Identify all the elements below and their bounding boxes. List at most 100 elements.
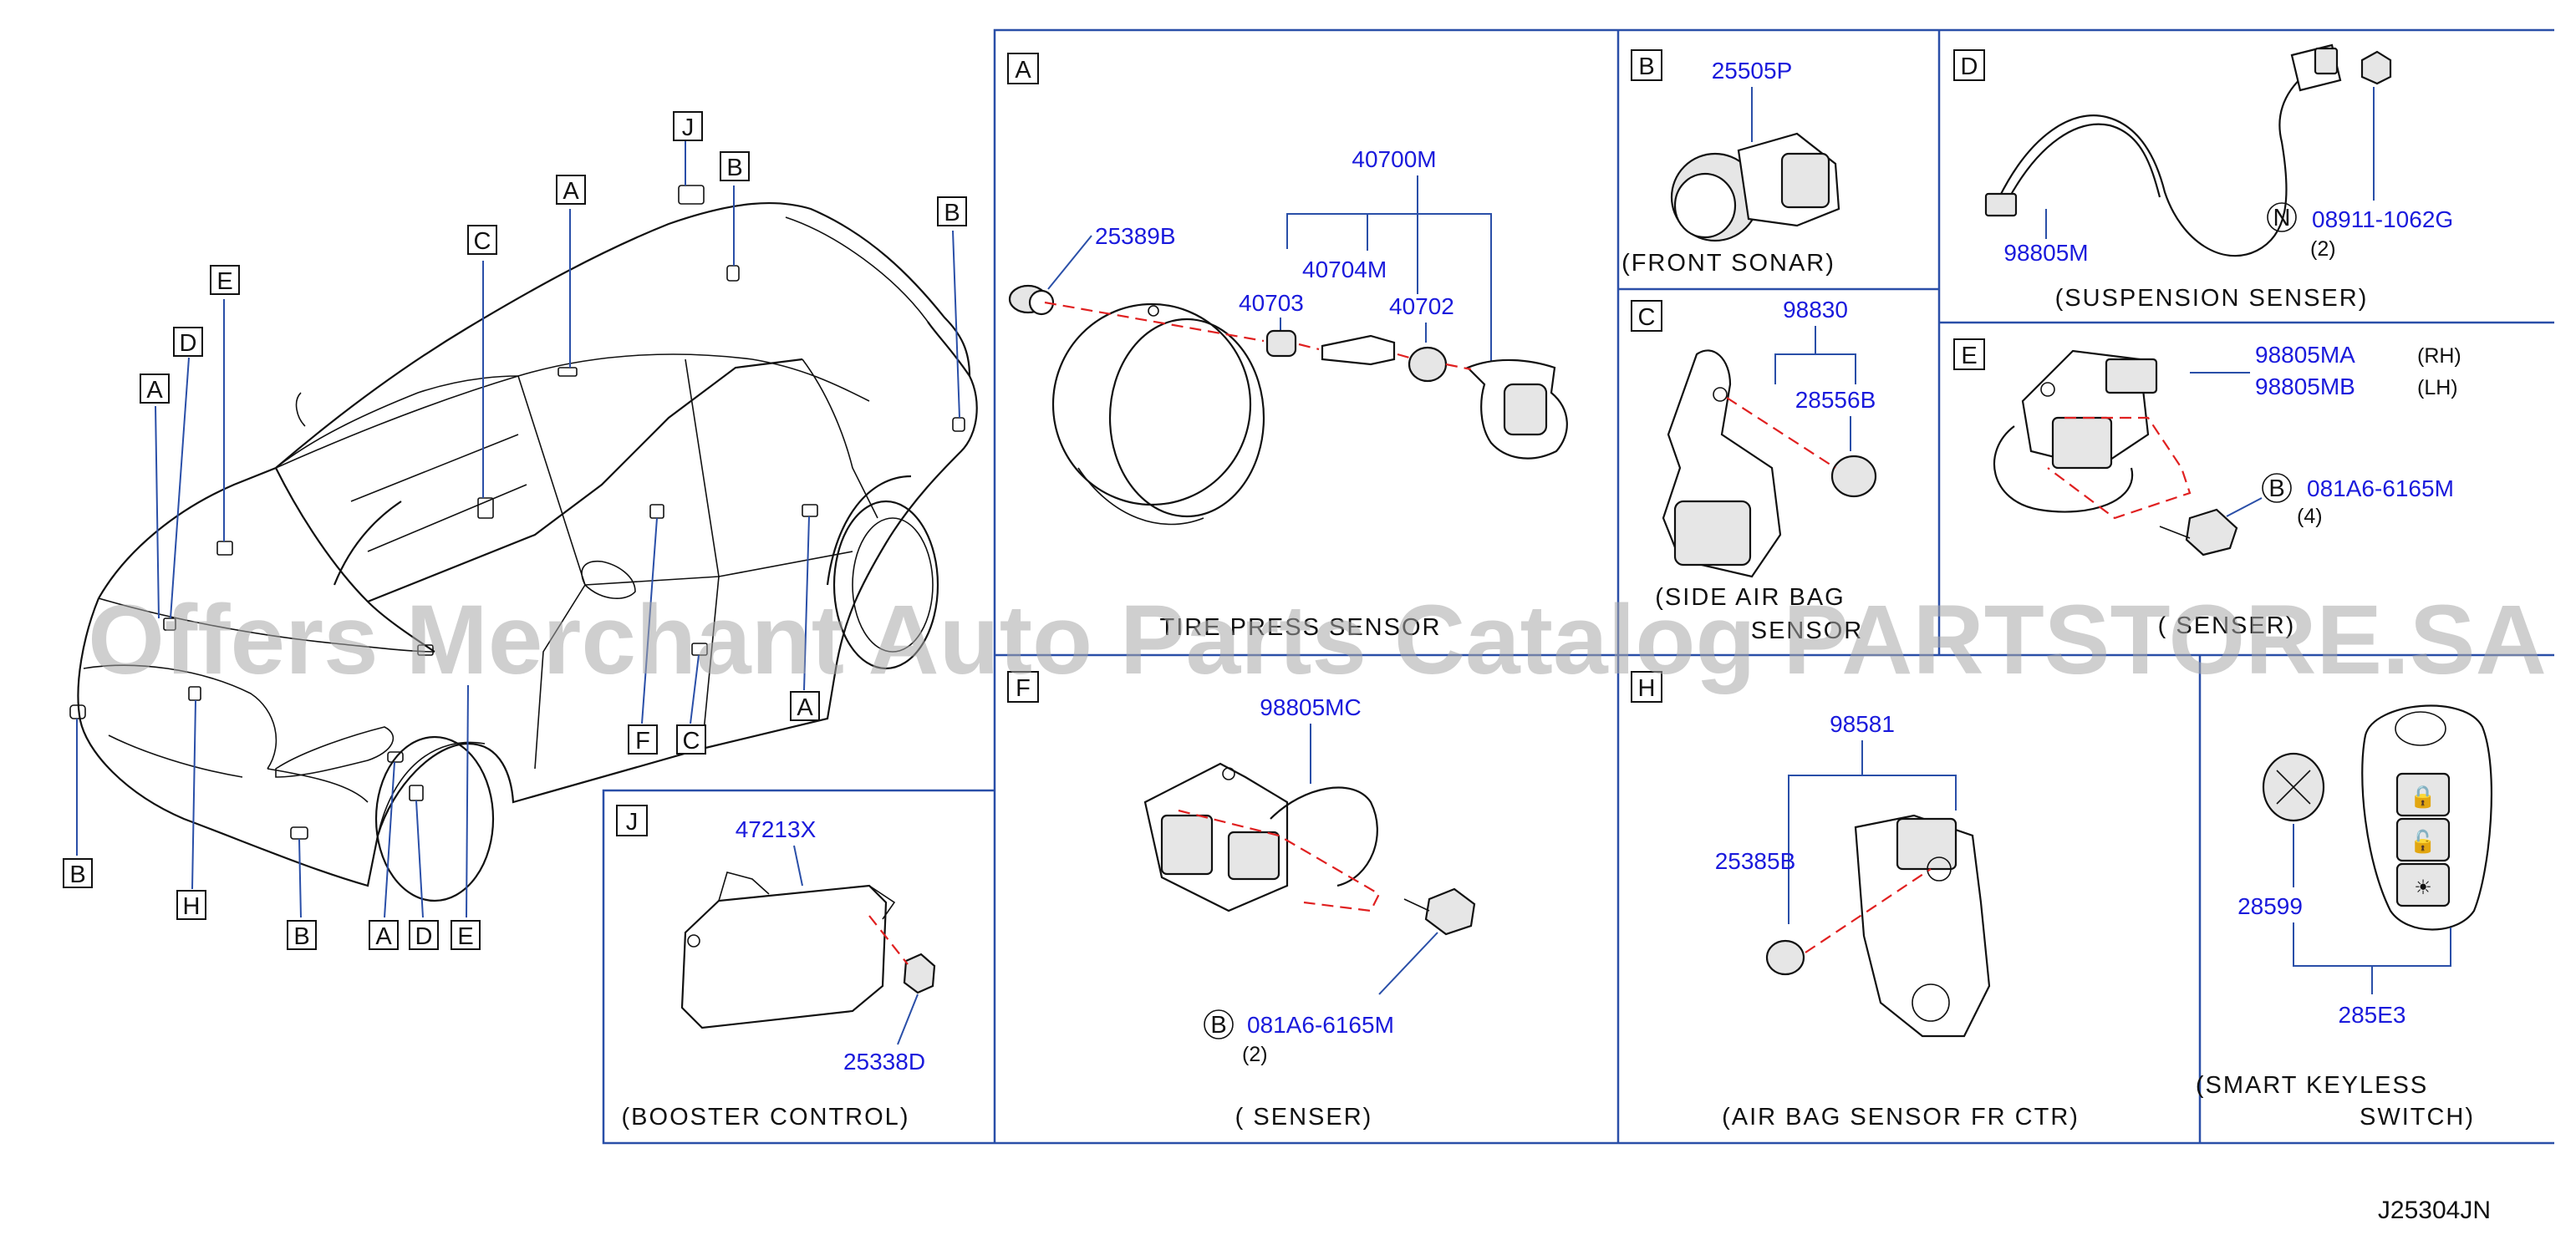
panel-b-front-sonar: B 25505P (FRONT SONAR) <box>1621 49 1840 277</box>
panel-d-caption: (SUSPENSION SENSER) <box>2055 285 2369 312</box>
part-number-40704m: 40704M <box>1302 257 1387 282</box>
panel-h-caption: (AIR BAG SENSOR FR CTR) <box>1722 1104 2080 1131</box>
callout-e: E <box>451 920 481 950</box>
panel-d-letter: D <box>1961 53 1978 80</box>
vehicle-callouts: J B B A C E D A B H B A D E F C A <box>63 111 967 950</box>
unlock-icon: 🔓 <box>2410 829 2436 854</box>
panel-e-letter-box <box>1953 338 1985 370</box>
panel-e-quantity: (4) <box>2297 505 2323 528</box>
panel-h-letter: H <box>1638 675 1656 702</box>
panel-e-lh: (LH) <box>2417 376 2458 399</box>
callout-d: D <box>173 327 203 357</box>
panel-d-ref-mark: N <box>2273 205 2291 231</box>
svg-text:J: J <box>682 114 695 141</box>
part-number-25389b: 25389B <box>1095 223 1176 249</box>
callout-b: B <box>937 196 967 226</box>
panel-e-rh: (RH) <box>2417 344 2461 368</box>
callout-e: E <box>210 265 240 295</box>
part-number-081a6-6165m: 081A6-6165M <box>2307 475 2454 501</box>
panel-a-tire-pressure-sensor: A 40700M 25389B 40704M 40703 40702 TI <box>1007 53 1568 641</box>
panel-j-letter-box <box>616 805 648 836</box>
panel-frames <box>602 28 2554 1145</box>
panel-c-letter-box <box>1631 300 1662 332</box>
callout-d: D <box>409 920 439 950</box>
panel-k-caption-line1: (SMART KEYLESS <box>2196 1072 2428 1099</box>
panel-c-caption-line2: SENSOR <box>1751 617 1863 644</box>
part-number-98805ma: 98805MA <box>2255 342 2355 368</box>
panel-f-ref-mark: B <box>1210 1012 1226 1039</box>
part-number-28556b: 28556B <box>1795 387 1876 413</box>
svg-text:E: E <box>216 268 232 295</box>
panic-icon: ☀ <box>2414 877 2432 899</box>
callout-a: A <box>369 920 399 950</box>
panel-f-letter-box <box>1007 671 1039 703</box>
panel-f-caption: ( SENSER) <box>1235 1104 1373 1131</box>
panel-f-quantity: (2) <box>1242 1043 1268 1066</box>
callout-j: J <box>673 111 703 141</box>
panel-f-senser: F 98805MC B 081A6-6165M (2) ( SENSER) <box>1007 671 1476 1131</box>
panel-d-quantity: (2) <box>2310 237 2336 261</box>
callout-b: B <box>287 920 317 950</box>
callout-a: A <box>556 175 586 205</box>
panel-c-letter: C <box>1638 304 1656 331</box>
svg-text:A: A <box>146 377 163 404</box>
part-number-285e3: 285E3 <box>2339 1002 2406 1028</box>
callout-b: B <box>63 858 93 888</box>
callout-b: B <box>720 151 750 181</box>
panel-f-letter: F <box>1016 675 1031 702</box>
svg-text:F: F <box>635 728 650 755</box>
part-number-98805m: 98805M <box>2003 240 2088 266</box>
panel-a-caption: TIRE PRESS SENSOR <box>1160 614 1442 641</box>
panel-e-ref-mark: B <box>2268 475 2284 502</box>
panel-j-booster-control: J 47213X 25338D (BOOSTER CONTROL) <box>616 805 936 1131</box>
part-number-98830: 98830 <box>1783 297 1848 323</box>
part-number-08911-1062g: 08911-1062G <box>2312 206 2453 232</box>
svg-text:D: D <box>180 330 197 357</box>
panel-b-letter-box <box>1631 49 1662 81</box>
panel-b-caption: (FRONT SONAR) <box>1621 250 1835 277</box>
svg-text:B: B <box>293 923 309 950</box>
part-number-25338d: 25338D <box>843 1049 925 1075</box>
svg-text:B: B <box>69 861 85 888</box>
svg-text:A: A <box>797 694 813 721</box>
panel-b-letter: B <box>1638 53 1654 80</box>
callout-h: H <box>176 890 206 920</box>
callout-a: A <box>140 374 170 404</box>
panel-h-letter-box <box>1631 671 1662 703</box>
part-number-47213x: 47213X <box>736 816 817 842</box>
panel-e-letter: E <box>1961 343 1977 369</box>
panel-e-caption: ( SENSER) <box>2158 612 2296 639</box>
svg-text:A: A <box>563 178 579 205</box>
part-number-40700m: 40700M <box>1352 146 1436 172</box>
part-number-081a6-6165m-f: 081A6-6165M <box>1247 1012 1394 1038</box>
svg-text:C: C <box>474 228 491 255</box>
vehicle-callout-leaders <box>76 140 960 918</box>
callout-c: C <box>676 724 706 755</box>
panel-smart-keyless-switch: 🔒 🔓 ☀ 28599 285E3 (SMART KEYLESS SWITCH) <box>2196 704 2492 1131</box>
callout-c: C <box>467 225 497 255</box>
watermark: Offers Merchant Auto Parts Catalog PARTS… <box>88 585 2547 695</box>
drawing-code: J25304JN <box>2378 1197 2491 1224</box>
lock-icon: 🔒 <box>2410 784 2436 809</box>
part-number-98581: 98581 <box>1830 711 1895 737</box>
part-number-40702: 40702 <box>1389 293 1454 319</box>
part-number-25505p: 25505P <box>1712 58 1793 84</box>
svg-text:D: D <box>415 923 433 950</box>
panel-h-airbag-sensor-fr-ctr: H 98581 25385B (AIR BAG SENSOR FR CTR) <box>1631 671 2080 1131</box>
callout-a: A <box>790 691 820 721</box>
panel-a-letter: A <box>1015 57 1031 84</box>
panel-d-suspension-senser: D 98805M N 08911-1062G (2) (SUSPENSION S… <box>1953 43 2453 312</box>
key-fob-icon <box>2361 704 2492 931</box>
panel-k-caption-line2: SWITCH) <box>2360 1104 2475 1131</box>
part-number-28599: 28599 <box>2237 893 2303 919</box>
panel-j-letter: J <box>626 809 639 836</box>
panel-c-side-airbag-sensor: C 98830 28556B (SIDE AIR BAG SENSOR <box>1631 297 1877 644</box>
panel-e-senser: E 98805MA (RH) 98805MB (LH) B 081A6-6165… <box>1953 338 2461 639</box>
part-number-25385b: 25385B <box>1715 848 1796 874</box>
part-number-40703: 40703 <box>1239 290 1304 316</box>
svg-text:H: H <box>183 893 201 920</box>
panel-a-letter-box <box>1007 53 1039 84</box>
panel-d-letter-box <box>1953 49 1985 81</box>
svg-text:A: A <box>375 923 392 950</box>
